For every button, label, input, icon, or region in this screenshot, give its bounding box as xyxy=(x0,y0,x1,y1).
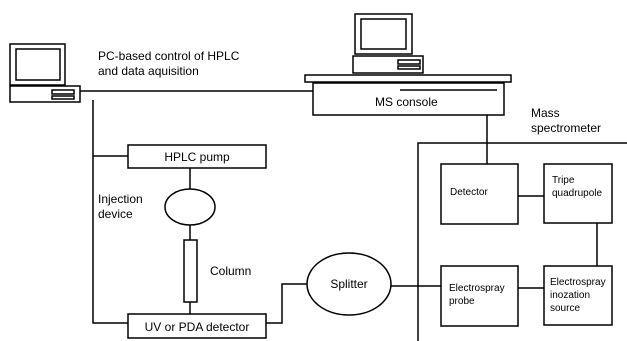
column-label: Column xyxy=(210,264,251,278)
electrospray-source-label-line1: Electrospray xyxy=(550,277,606,288)
electrospray-probe-box xyxy=(440,265,519,327)
injection-device-label-line1: Injection xyxy=(98,192,143,206)
triple-quadrupole-label-line1: Tripe xyxy=(552,175,575,186)
ms-console-label: MS console xyxy=(375,95,438,109)
electrospray-source-label-line3: source xyxy=(550,303,580,314)
detector-box xyxy=(440,163,519,225)
pc-caption-line1: PC-based control of HPLC xyxy=(98,49,240,63)
ms-workstation-icon xyxy=(304,13,512,83)
splitter-shape xyxy=(306,252,392,316)
uv-pda-detector-label: UV or PDA detector xyxy=(145,320,250,334)
ms-console-box xyxy=(312,82,505,116)
mass-spectrometer-enclosure xyxy=(417,142,627,341)
splitter-label: Splitter xyxy=(330,277,367,291)
hplc-pump-box xyxy=(127,144,267,169)
detector-label: Detector xyxy=(450,187,488,198)
uv-pda-detector-box xyxy=(127,313,267,339)
pc-caption-line2: and data aquisition xyxy=(98,64,199,78)
link-pc-vertical xyxy=(92,100,128,324)
injection-device-shape xyxy=(164,188,216,226)
electrospray-probe-label-line2: probe xyxy=(449,296,475,307)
mass-spectrometer-label-line1: Mass xyxy=(531,106,560,120)
triple-quadrupole-label-line2: quadrupole xyxy=(552,188,602,199)
triple-quadrupole-box xyxy=(543,163,613,224)
electrospray-source-box xyxy=(543,265,613,326)
mass-spectrometer-label-line2: spectrometer xyxy=(531,121,601,135)
electrospray-source-label-line2: inozation xyxy=(550,290,590,301)
injection-device-label-line2: device xyxy=(98,207,133,221)
connection-lines xyxy=(80,90,598,324)
column-shape xyxy=(183,239,198,303)
pc-computer-icon xyxy=(9,43,81,103)
electrospray-probe-label-line1: Electrospray xyxy=(449,283,505,294)
hplc-pump-label: HPLC pump xyxy=(164,150,230,164)
link-uv-splitter xyxy=(266,283,308,324)
